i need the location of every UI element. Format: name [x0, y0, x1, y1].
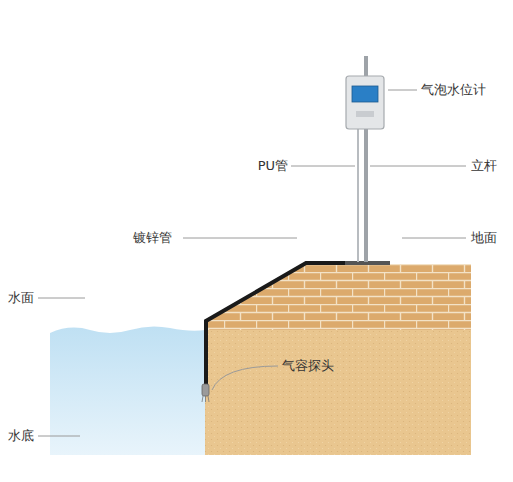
air-probe	[202, 384, 209, 396]
part-label: 气容探头	[282, 358, 334, 374]
earth-fill	[205, 330, 471, 455]
probe-tip	[202, 396, 209, 402]
leader-lines	[38, 90, 466, 436]
part-label: PU管	[258, 158, 288, 174]
part-label: 水面	[8, 290, 34, 306]
part-label: 地面	[471, 230, 497, 246]
part-label: 镀锌管	[133, 230, 172, 246]
pu-tube	[357, 128, 359, 262]
part-label: 气泡水位计	[421, 82, 486, 98]
galvanized-pipe	[206, 263, 352, 388]
gauge-panel	[356, 111, 374, 117]
gauge-box	[346, 76, 384, 129]
part-label: 立杆	[471, 158, 497, 174]
part-label: 水底	[8, 428, 34, 444]
gauge-screen	[352, 86, 378, 102]
